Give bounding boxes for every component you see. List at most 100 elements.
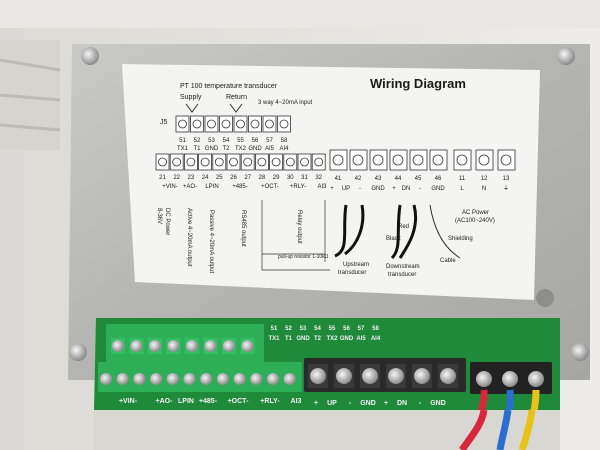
- label-bottom-number: 24: [202, 175, 209, 181]
- screw-icon: [100, 373, 112, 385]
- screw-icon: [502, 371, 518, 387]
- label-right-group: +: [330, 186, 334, 192]
- pcb-top-name: T2: [314, 336, 322, 342]
- terminal-screw-icon: [214, 157, 224, 167]
- passive-output-label: Passive 4~20mA output: [208, 210, 214, 274]
- downstream-transducer-label: transducer: [388, 272, 416, 278]
- label-top-number: 58: [281, 138, 288, 144]
- terminal-screw-icon: [186, 157, 196, 167]
- label-bottom-number: 31: [301, 175, 308, 181]
- label-bottom-group: +RLY-: [290, 184, 306, 190]
- terminal-screw-icon: [456, 154, 468, 166]
- label-right-number: 43: [375, 176, 382, 182]
- return-label: Return: [226, 94, 247, 101]
- pcb-terminal-block-lower: [98, 362, 302, 392]
- cable-gland-hole: [536, 289, 554, 307]
- label-bottom-group: LPIN: [205, 184, 218, 190]
- label-terminal-cell: [262, 115, 277, 133]
- label-terminal-cell: [169, 153, 184, 171]
- pcb-bottom-group: +VIN-: [119, 398, 138, 405]
- cable-label: Cable: [440, 258, 456, 264]
- label-top-number: 52: [194, 138, 201, 144]
- screw-icon: [250, 373, 263, 385]
- pcb-right-group: -: [419, 400, 422, 407]
- terminal-screw-icon: [250, 119, 260, 129]
- downstream-cable-drawing: [390, 204, 402, 260]
- terminal-screw-icon: [332, 154, 344, 166]
- pcb-right-group: UP: [327, 400, 337, 407]
- label-top-number: 54: [223, 138, 230, 144]
- screw-icon: [440, 368, 456, 384]
- label-bottom-number: 27: [244, 175, 251, 181]
- terminal-screw-icon: [265, 119, 274, 129]
- screw-icon: [116, 373, 129, 385]
- pcb-top-name: TX2: [326, 336, 338, 342]
- ac-power-label: AC Power: [462, 210, 489, 216]
- label-bottom-number: 21: [159, 175, 166, 181]
- label-right-group: N: [482, 186, 486, 192]
- pcb-top-name: GND: [340, 336, 354, 342]
- pcb-top-name: T1: [285, 336, 293, 342]
- label-text: Wiring Diagram PT 100 temperature transd…: [160, 76, 466, 126]
- label-bottom-number: 28: [259, 175, 266, 181]
- label-terminal-cell: [349, 149, 368, 171]
- pcb-top-number: 56: [343, 326, 350, 332]
- terminal-screw-icon: [314, 157, 324, 167]
- terminal-screw-icon: [412, 154, 424, 166]
- label-bottom-number: 30: [287, 175, 294, 181]
- pcb-top-name: GND: [296, 336, 310, 342]
- pcb-bottom-group: +OCT-: [228, 398, 249, 405]
- pcb-top-name: AI4: [371, 336, 381, 342]
- pt100-title: PT 100 temperature transducer: [180, 83, 278, 90]
- label-right-number: 45: [415, 176, 422, 182]
- label-terminal-cell: [429, 149, 448, 171]
- shielding-label: Shielding: [448, 236, 473, 242]
- label-terminal-cell: [212, 153, 227, 171]
- terminal-screw-icon: [158, 157, 167, 167]
- screw-icon: [216, 373, 229, 385]
- label-terminal-cell: [254, 153, 269, 171]
- pcb-bottom-group: AI3: [291, 398, 302, 405]
- screw-icon: [223, 340, 235, 352]
- screw-icon: [336, 368, 352, 384]
- pcb-right-group: +: [314, 400, 318, 407]
- screw-icon: [414, 368, 430, 384]
- label-right-group: L: [460, 186, 464, 192]
- label-annotations: DC Power 8-36V Active 4~20mA output Pass…: [156, 200, 495, 278]
- terminal-screw-icon: [352, 154, 364, 166]
- terminal-screw-icon: [236, 119, 245, 129]
- screw-icon: [112, 340, 124, 352]
- label-terminal-cell: [277, 115, 291, 133]
- pcb-top-number: 51: [271, 326, 278, 332]
- terminal-screw-icon: [221, 119, 231, 129]
- pcb-right-group: GND: [360, 400, 376, 407]
- relay-label: Relay output: [296, 210, 302, 244]
- upstream-transducer-label: transducer: [338, 270, 366, 276]
- pcb-top-number: 52: [285, 326, 292, 332]
- label-terminal-cell: [297, 153, 312, 171]
- screw-icon: [233, 373, 246, 385]
- label-bottom-number: 29: [273, 175, 280, 181]
- pcb-top-number: 57: [358, 326, 365, 332]
- label-top-number: 56: [252, 138, 259, 144]
- label-terminal-cell: [190, 115, 204, 133]
- label-bottom-number: 26: [230, 175, 237, 181]
- screw-icon: [183, 373, 196, 385]
- terminal-screw-icon: [392, 154, 404, 166]
- label-terminal-cell: [369, 149, 388, 171]
- label-terminal-cell: [175, 115, 190, 133]
- label-terminal-cell: [233, 115, 248, 133]
- screw-icon: [167, 340, 180, 352]
- label-terminal-cell: [240, 153, 255, 171]
- pcb-bottom-group: +RLY-: [260, 398, 280, 405]
- label-bottom-number: 32: [315, 175, 322, 181]
- label-right-group: -: [419, 186, 421, 192]
- active-output-label: Active 4~20mA output: [186, 208, 192, 267]
- screw-icon: [200, 373, 213, 385]
- screw-icon: [241, 340, 254, 352]
- terminal-screw-icon: [207, 119, 216, 129]
- terminal-screw-icon: [372, 154, 384, 166]
- pcb-right-group: GND: [430, 400, 446, 407]
- downstream-label: Downstream: [386, 264, 420, 270]
